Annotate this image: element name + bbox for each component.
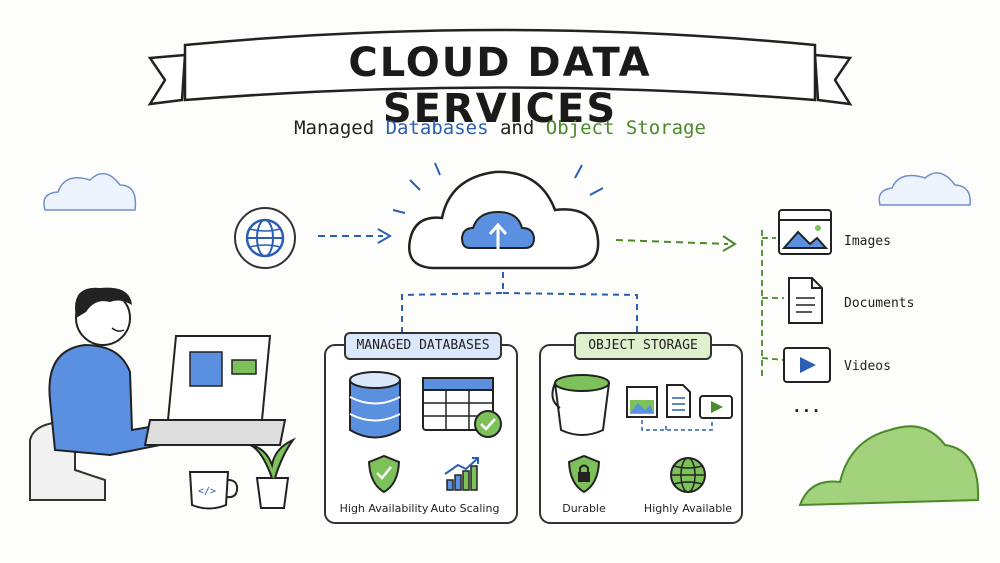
title-banner (147, 28, 853, 106)
laptop-icon (143, 335, 287, 446)
videos-media-icon (783, 347, 831, 383)
subtitle-part-3: and (488, 117, 546, 139)
person-icon (29, 287, 162, 501)
video-icon (699, 395, 733, 419)
chart-up-icon (444, 457, 479, 491)
arrow-cloud-to-media (615, 235, 737, 252)
page-subtitle: Managed Databases and Object Storage (250, 117, 750, 139)
globe-small-icon (670, 457, 706, 493)
images-label: Images (844, 234, 891, 249)
page-title: CLOUD DATA SERVICES (348, 40, 652, 132)
documents-media-icon (788, 277, 823, 324)
images-media-icon (778, 209, 832, 255)
check-icon (474, 410, 502, 438)
svg-text:</>: </> (198, 486, 216, 497)
more-media-ellipsis: ... (792, 397, 821, 416)
durable-label: Durable (562, 502, 606, 515)
high-availability-label: High Availability (339, 502, 429, 515)
image-icon (626, 386, 658, 418)
cloud-upload-icon (392, 162, 604, 270)
file-group-bracket (641, 420, 713, 431)
subtitle-object-storage: Object Storage (545, 117, 706, 139)
object-storage-header: OBJECT STORAGE (574, 332, 712, 360)
auto-scaling-label: Auto Scaling (430, 502, 500, 515)
shield-icon (367, 454, 401, 494)
branch-connectors (401, 272, 638, 333)
lock-shield-icon (567, 454, 601, 494)
document-icon (666, 384, 691, 418)
left-doodle-cloud (43, 172, 137, 211)
globe-icon (234, 207, 296, 269)
documents-label: Documents (844, 296, 915, 311)
subtitle-part-1: Managed (294, 117, 386, 139)
managed-databases-header: MANAGED DATABASES (344, 332, 502, 360)
right-doodle-cloud (878, 172, 971, 206)
arrow-globe-to-cloud (318, 228, 392, 244)
subtitle-databases: Databases (385, 117, 489, 139)
highly-available-label: Highly Available (643, 502, 733, 515)
media-bracket (761, 230, 785, 380)
table-icon (422, 377, 494, 431)
bucket-icon (551, 374, 610, 436)
videos-label: Videos (844, 359, 891, 374)
database-icon (349, 371, 401, 439)
bush (798, 425, 980, 507)
plant-icon (249, 437, 297, 509)
coffee-mug-icon: </> (188, 471, 239, 510)
